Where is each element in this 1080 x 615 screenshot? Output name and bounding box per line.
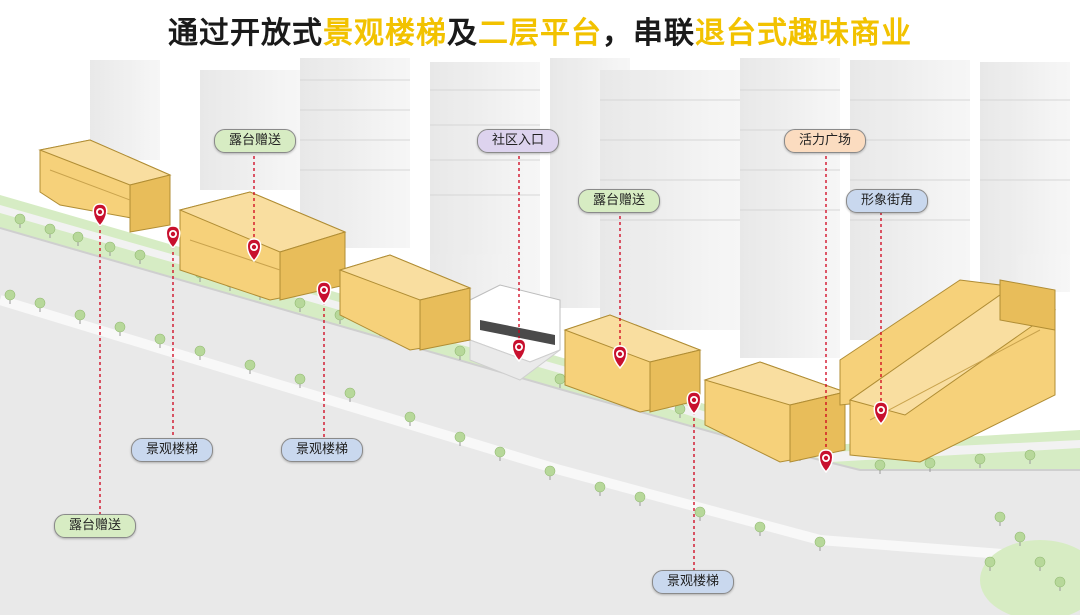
callout-landscape-stair: 景观楼梯 — [281, 438, 364, 462]
background-towers — [90, 58, 1070, 358]
callout-terrace-gift: 露台赠送 — [578, 189, 661, 213]
callout-vitality-plaza: 活力广场 — [784, 129, 867, 153]
building-2 — [178, 191, 347, 301]
callout-terrace-gift: 露台赠送 — [214, 129, 297, 153]
title-highlight: 景观楼梯 — [323, 16, 447, 51]
building-3 — [338, 254, 472, 351]
leader-lines — [99, 150, 882, 572]
callout-landscape-stair: 景观楼梯 — [131, 438, 214, 462]
page-title: 通过开放式景观楼梯及二层平台，串联退台式趣味商业 — [0, 8, 1080, 52]
callout-image-corner: 形象街角 — [846, 189, 929, 213]
callout-terrace-gift: 露台赠送 — [54, 514, 137, 538]
building-1 — [38, 139, 172, 233]
title-part: 通过开放式 — [168, 16, 323, 51]
building-5 — [703, 361, 847, 463]
title-part: 及 — [447, 16, 478, 51]
callout-community-entrance: 社区入口 — [477, 129, 560, 153]
title-part: ，串联 — [602, 16, 695, 51]
title-highlight: 退台式趣味商业 — [695, 16, 912, 51]
community-entrance-gate — [469, 284, 561, 381]
title-highlight: 二层平台 — [478, 16, 602, 51]
commercial-buildings — [38, 139, 1057, 463]
building-6 — [839, 279, 1057, 463]
callout-landscape-stair: 景观楼梯 — [652, 570, 735, 594]
